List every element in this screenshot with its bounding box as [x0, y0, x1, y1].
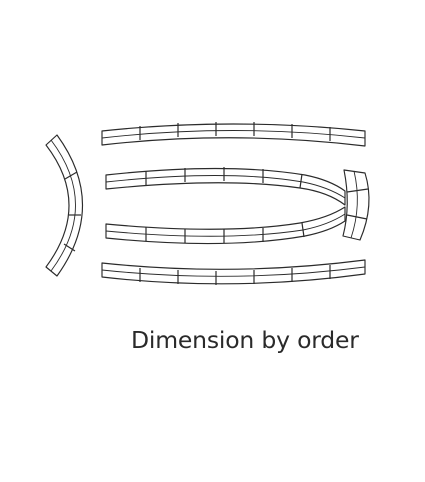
branch-track-lower-outline — [105, 206, 346, 245]
junction-piece-right-rail — [350, 170, 358, 239]
long-track-top-outline — [101, 123, 366, 147]
long-track-top-rail — [101, 130, 366, 139]
curved-track-left — [45, 134, 83, 277]
junction-piece-right — [342, 169, 370, 241]
curved-track-left-rail — [50, 139, 76, 272]
junction-piece-right-joint — [346, 214, 368, 220]
branch-track-lower-rail — [105, 213, 346, 237]
branch-track-upper-rail — [105, 175, 346, 199]
long-track-top — [101, 122, 366, 147]
curved-track-left-outline — [45, 134, 83, 277]
branch-track-lower-joint — [301, 222, 305, 238]
branch-track-upper-joint — [299, 173, 303, 189]
junction-piece-right-joint — [346, 188, 369, 193]
branch-track-upper-outline — [105, 167, 346, 206]
long-track-bottom-outline — [101, 259, 366, 285]
long-track-bottom-rail — [101, 266, 366, 277]
curved-track-left-joint — [63, 243, 76, 252]
long-track-bottom — [101, 259, 366, 285]
junction-piece-right-outline — [342, 169, 370, 241]
curved-track-left-joint — [64, 171, 78, 180]
diagram-caption: Dimension by order — [131, 326, 359, 354]
branch-track-lower — [105, 206, 346, 245]
branch-track-upper — [105, 167, 346, 206]
